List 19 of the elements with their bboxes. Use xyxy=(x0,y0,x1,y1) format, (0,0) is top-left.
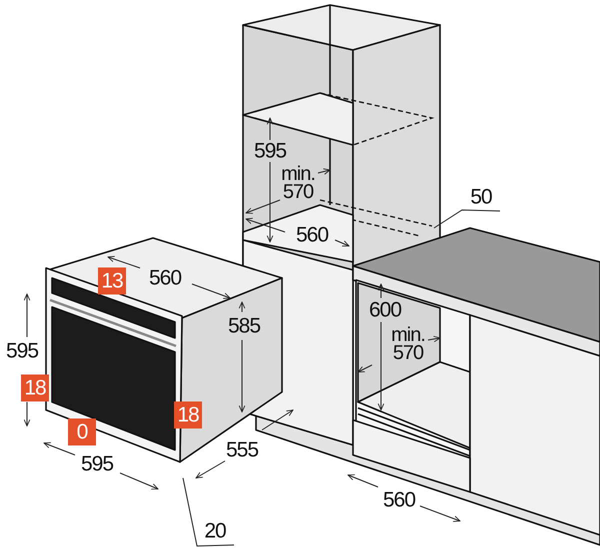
clearance-badge: 18 xyxy=(21,374,49,402)
dimension-value: min. 570 xyxy=(390,326,426,362)
dimension-value: 595 xyxy=(254,140,286,162)
dimension-value: 600 xyxy=(368,300,402,320)
clearance-badge: 0 xyxy=(68,418,96,446)
dimension-value: 20 xyxy=(204,520,226,542)
dimension-value: 555 xyxy=(226,440,258,460)
dimension-value: 560 xyxy=(382,490,416,510)
dimension-value: 50 xyxy=(470,186,492,208)
dimension-value: 585 xyxy=(228,316,260,336)
leader-line xyxy=(182,478,234,547)
dimension-value: 595 xyxy=(80,454,114,474)
leader-line xyxy=(434,210,500,228)
clearance-badge: 13 xyxy=(98,268,126,294)
clearance-badge: 18 xyxy=(174,402,202,428)
dimension-value: min. 570 xyxy=(280,165,316,201)
dimension-value: 595 xyxy=(6,340,38,362)
dimension-value: 560 xyxy=(296,224,328,246)
dimension-value: 560 xyxy=(148,268,182,288)
